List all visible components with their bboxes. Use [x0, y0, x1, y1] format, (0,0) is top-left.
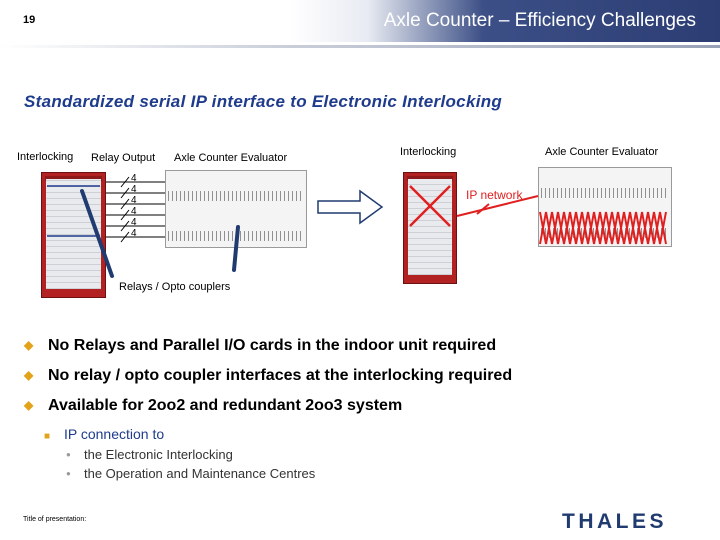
- slide-title: Axle Counter – Efficiency Challenges: [383, 10, 696, 31]
- bullet-item: ◆No relay / opto coupler interfaces at t…: [24, 367, 513, 384]
- relays-opto-label: Relays / Opto couplers: [119, 281, 231, 293]
- left-interlocking-rack: [41, 172, 106, 298]
- diamond-bullet-icon: ◆: [24, 398, 34, 412]
- bullet-item: ◆No Relays and Parallel I/O cards in the…: [24, 337, 497, 354]
- diamond-bullet-icon: ◆: [24, 338, 34, 352]
- header-band: [290, 0, 720, 42]
- right-interlocking-rack: [403, 172, 457, 284]
- bullet-item: ◆Available for 2oo2 and redundant 2oo3 s…: [24, 397, 403, 414]
- bus-count: 4: [131, 184, 137, 195]
- sub-bullet-item: ■IP connection to: [44, 426, 165, 442]
- bus-count: 4: [131, 217, 137, 228]
- removed-interface-cross: [409, 185, 451, 227]
- bus-count: 4: [131, 228, 137, 239]
- right-evaluator-label: Axle Counter Evaluator: [545, 146, 659, 158]
- square-bullet-icon: ■: [44, 431, 51, 442]
- slide-subtitle: Standardized serial IP interface to Elec…: [24, 92, 503, 111]
- relay-output-label: Relay Output: [91, 152, 156, 164]
- bus-slash-marks: [120, 176, 130, 243]
- bus-count: 4: [131, 195, 137, 206]
- parallel-wire-bus: [106, 181, 165, 238]
- dot-bullet-icon: ●: [66, 469, 71, 478]
- left-interlocking-label: Interlocking: [17, 151, 74, 163]
- thales-logo: THALES: [562, 510, 667, 533]
- ip-network-line: [456, 195, 539, 217]
- right-interlocking-label: Interlocking: [400, 146, 457, 158]
- header-divider: [0, 45, 720, 48]
- sub-sub-bullet-item: ●the Electronic Interlocking: [66, 447, 233, 462]
- presentation-title-label: Title of presentation:: [23, 516, 87, 523]
- diamond-bullet-icon: ◆: [24, 368, 34, 382]
- dot-bullet-icon: ●: [66, 450, 71, 459]
- relay-pointer-arrows: [80, 189, 240, 278]
- slide-number: 19: [23, 14, 36, 26]
- sub-sub-bullet-item: ●the Operation and Maintenance Centres: [66, 466, 316, 481]
- bus-count: 4: [131, 173, 137, 184]
- bus-count: 4: [131, 206, 137, 217]
- left-evaluator-label: Axle Counter Evaluator: [174, 152, 288, 164]
- migration-arrow: [317, 189, 384, 225]
- ip-network-label: IP network: [466, 188, 523, 202]
